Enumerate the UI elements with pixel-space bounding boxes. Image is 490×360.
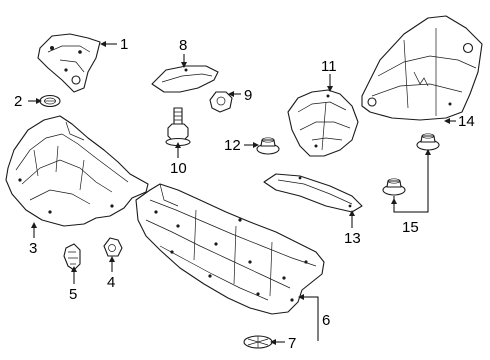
- callout-15: 15: [402, 219, 419, 236]
- callout-numbers: 1 2 3 4 5 6 7 8 9 10 11 12 13 14 15: [14, 36, 475, 352]
- arrow-3: [31, 222, 37, 228]
- callout-6: 6: [322, 312, 330, 329]
- part-3-front-shield: [5, 115, 149, 227]
- callout-11: 11: [321, 58, 337, 75]
- arrow-13: [349, 210, 355, 216]
- part-6-tunnel-shield: [135, 183, 325, 315]
- callout-3: 3: [29, 240, 37, 257]
- callout-13: 13: [344, 230, 361, 247]
- callout-2: 2: [14, 93, 22, 110]
- part-7-disc-clip: [243, 335, 273, 349]
- part-12-grommet: [256, 137, 280, 155]
- part-8-upper-shield: [151, 65, 219, 93]
- part-1-bracket-shield: [37, 33, 101, 93]
- arrow-9: [228, 91, 234, 97]
- callout-9: 9: [244, 87, 252, 104]
- part-2-clip: [39, 94, 61, 108]
- callout-12: 12: [224, 137, 241, 154]
- part-13-strip-shield: [263, 173, 363, 213]
- part-4-clip: [103, 237, 123, 257]
- callout-7: 7: [288, 335, 296, 352]
- part-15-grommet-upper: [416, 133, 440, 151]
- part-11-side-shield: [287, 89, 359, 157]
- part-9-nut-clip: [209, 91, 233, 113]
- part-5-fastener: [63, 243, 81, 271]
- arrow-7: [270, 339, 276, 345]
- arrow-15b: [425, 149, 431, 155]
- arrow-11: [327, 86, 333, 92]
- callout-10: 10: [170, 160, 187, 177]
- arrow-5: [71, 266, 77, 272]
- arrow-15a: [391, 198, 397, 204]
- arrow-4: [109, 256, 115, 262]
- callout-8: 8: [179, 37, 187, 54]
- callout-1: 1: [120, 36, 128, 53]
- arrow-12: [253, 142, 259, 148]
- part-10-bolt: [165, 107, 191, 147]
- arrow-1: [100, 41, 106, 47]
- arrow-10: [175, 142, 181, 148]
- leader-6: [300, 296, 319, 341]
- callout-4: 4: [107, 274, 115, 291]
- arrow-2: [36, 98, 42, 104]
- leader-arrowheads: [31, 41, 450, 345]
- arrow-8: [181, 62, 187, 68]
- part-14-rear-shield: [361, 15, 483, 121]
- arrow-14: [444, 118, 450, 124]
- callout-5: 5: [69, 286, 77, 303]
- arrow-6: [298, 294, 304, 300]
- part-15-grommet-lower: [382, 178, 406, 196]
- callout-14: 14: [458, 113, 475, 130]
